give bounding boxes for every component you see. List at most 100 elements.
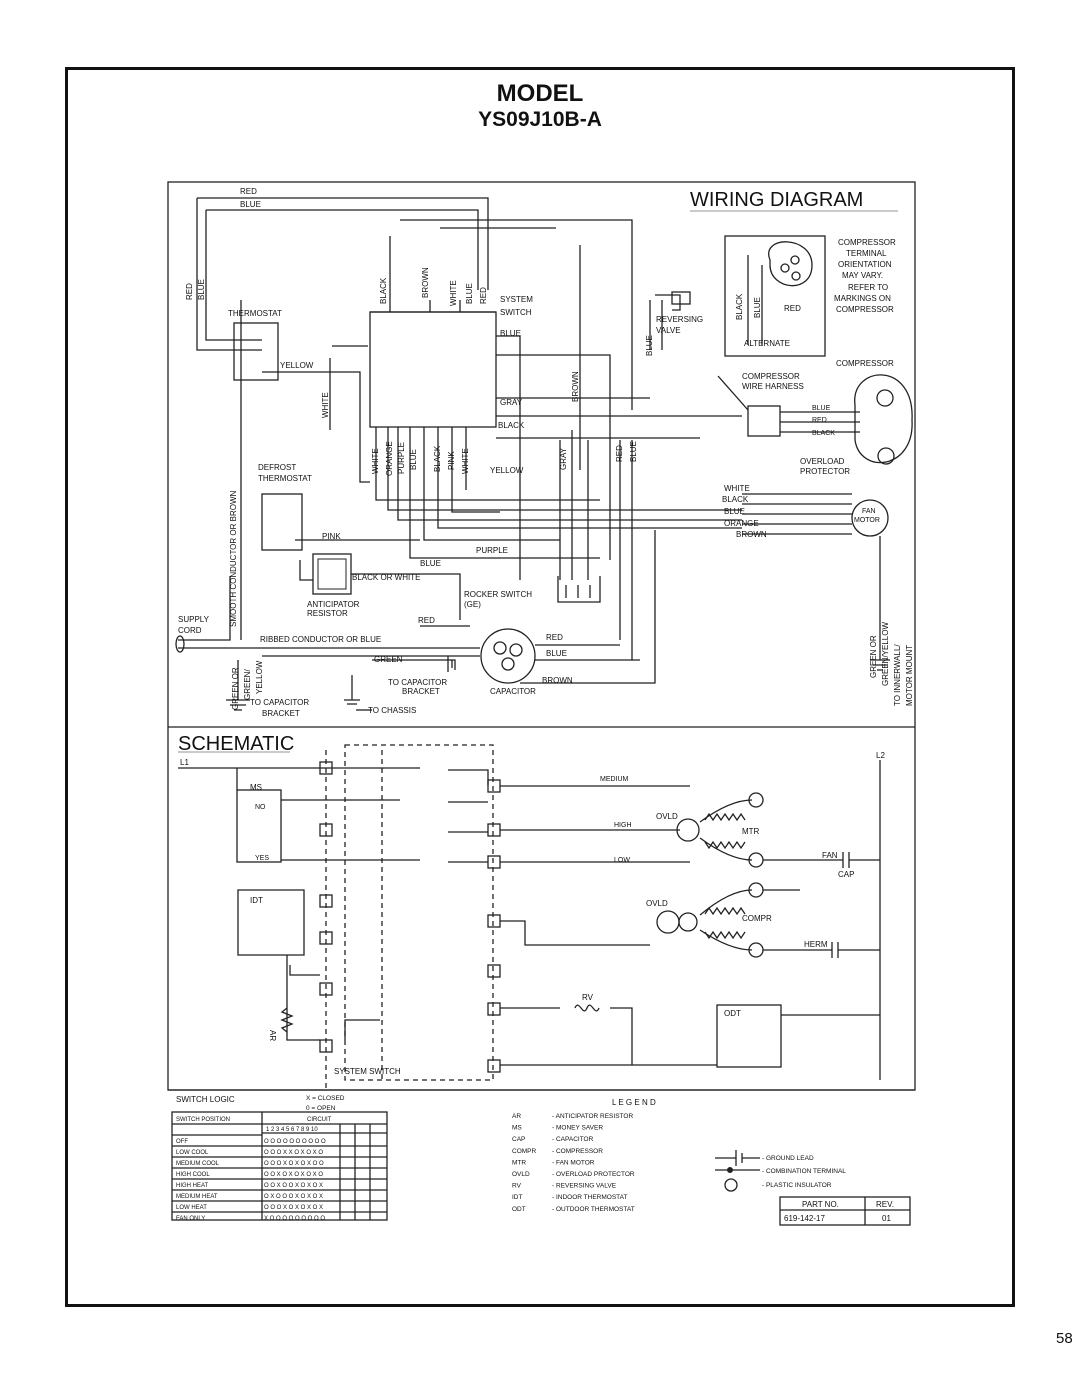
left-wire-red: RED: [185, 283, 194, 300]
circuit-pattern-cell: O X O O O X O X O X: [264, 1194, 323, 1200]
legend-desc: - FAN MOTOR: [552, 1159, 595, 1166]
sw-wire-brown: BROWN: [421, 267, 430, 298]
legend-title: L E G E N D: [612, 1098, 656, 1107]
compr-label: COMPR: [742, 914, 772, 923]
model-heading: MODEL: [496, 80, 584, 107]
switch-label: SWITCH: [500, 308, 532, 317]
compressor-alternate-box: [724, 235, 826, 357]
legend-code: OVLD: [512, 1171, 530, 1178]
rev-label: REV.: [876, 1200, 894, 1209]
legend-code: AR: [512, 1113, 521, 1120]
defrost-label-2: THERMOSTAT: [258, 474, 312, 483]
part-no-value: 619-142-17: [784, 1214, 825, 1223]
system-switch-dashed: [344, 744, 494, 1081]
rocker-switch-label: ROCKER SWITCH: [464, 590, 532, 599]
col-position: SWITCH POSITION: [176, 1117, 230, 1123]
legend-desc: - CAPACITOR: [552, 1136, 594, 1143]
cap-brown-label: BROWN: [542, 676, 573, 685]
yellow2-label: YELLOW: [490, 466, 524, 475]
low-label: LOW: [614, 857, 630, 864]
switch-position-cell: OFF: [176, 1139, 188, 1145]
yellow-label: YELLOW: [280, 361, 314, 370]
rocker-ge-label: (GE): [464, 600, 481, 609]
cap-red-label: RED: [546, 633, 563, 642]
brown-vertical: BROWN: [571, 371, 580, 402]
ribbed-label: RIBBED CONDUCTOR OR BLUE: [260, 635, 381, 644]
right-green-or: GREEN OR: [869, 635, 878, 678]
legend-code: COMPR: [512, 1148, 537, 1155]
col-circuit: CIRCUIT: [307, 1117, 332, 1123]
circuit-pattern-cell: O O O O O O O O O O: [264, 1139, 326, 1145]
capacitor-label: CAPACITOR: [490, 687, 536, 696]
idt-box: [237, 889, 305, 956]
compressor-label: COMPRESSOR: [836, 359, 894, 368]
resistor-label: RESISTOR: [307, 609, 348, 618]
gray-wire-label: GRAY: [500, 398, 523, 407]
to-chassis-label: TO CHASSIS: [368, 706, 416, 715]
green-slash-label: GREEN/: [243, 669, 252, 700]
blue-vertical: BLUE: [629, 441, 638, 462]
yellow-left-label: YELLOW: [255, 660, 264, 694]
switch-position-cell: HIGH HEAT: [176, 1183, 209, 1189]
bw-white: WHITE: [371, 448, 380, 474]
symbol-ground: - GROUND LEAD: [762, 1155, 814, 1162]
fan-wire-orange: ORANGE: [724, 519, 759, 528]
red-vertical: RED: [615, 445, 624, 462]
gray-vertical: GRAY: [559, 447, 568, 470]
odt-box: [716, 1004, 782, 1068]
harness-label-1: COMPRESSOR: [742, 372, 800, 381]
l2-label: L2: [876, 751, 885, 760]
fan-schem-label: FAN: [822, 851, 838, 860]
key-closed: X = CLOSED: [306, 1095, 345, 1102]
medium-label: MEDIUM: [600, 776, 629, 783]
right-motor-mount: MOTOR MOUNT: [905, 645, 914, 706]
comp-note-7: COMPRESSOR: [836, 305, 894, 314]
system-switch-schem-label: SYSTEM SWITCH: [334, 1067, 401, 1076]
fan-wire-blue: BLUE: [724, 507, 745, 516]
right-green-yellow: GREEN/YELLOW: [881, 622, 890, 686]
thermostat-label: THERMOSTAT: [228, 309, 282, 318]
switch-position-cell: FAN ONLY: [176, 1216, 205, 1222]
harness-blue: BLUE: [812, 405, 831, 412]
black-wire-label: BLACK: [498, 421, 525, 430]
comp-note-2: TERMINAL: [846, 249, 887, 258]
bracket-left: BRACKET: [262, 709, 300, 718]
high-label: HIGH: [614, 822, 632, 829]
harness-label-2: WIRE HARNESS: [742, 382, 804, 391]
protector-label: PROTECTOR: [800, 467, 850, 476]
bracket-mid: BRACKET: [402, 687, 440, 696]
pink-label: PINK: [322, 532, 341, 541]
l1-label: L1: [180, 758, 189, 767]
comp-note-1: COMPRESSOR: [838, 238, 896, 247]
red2-label: RED: [418, 616, 435, 625]
legend-desc: - REVERSING VALVE: [552, 1183, 617, 1190]
wiring-diagram-title: WIRING DIAGRAM: [690, 189, 863, 211]
white-label: WHITE: [321, 392, 330, 418]
comp-note-5: REFER TO: [848, 283, 888, 292]
wire-blue-top: [206, 209, 479, 290]
to-cap-bracket-left: TO CAPACITOR: [250, 698, 309, 707]
ms-switch-box: [236, 789, 282, 863]
cap-schem-label: CAP: [838, 870, 854, 879]
legend-desc: - MONEY SAVER: [552, 1125, 603, 1132]
no-label: NO: [255, 804, 266, 811]
switch-logic-table: [171, 1111, 388, 1221]
top-wire-blue: BLUE: [240, 200, 261, 209]
legend-code: ODT: [512, 1206, 526, 1213]
anticipator-label: ANTICIPATOR: [307, 600, 360, 609]
switch-position-cell: HIGH COOL: [176, 1172, 210, 1178]
idt-label: IDT: [250, 896, 263, 905]
part-no-label: PART NO.: [802, 1200, 839, 1209]
legend-desc: - OVERLOAD PROTECTOR: [552, 1171, 635, 1178]
green-label: GREEN: [374, 655, 403, 664]
legend-code: MS: [512, 1125, 522, 1132]
legend-code: CAP: [512, 1136, 525, 1143]
smooth-conductor-label: SMOOTH CONDUCTOR OR BROWN: [229, 490, 238, 627]
page-number: 58: [1056, 1330, 1073, 1347]
circuit-pattern-cell: O O O X O X O X O O: [264, 1161, 324, 1167]
switch-position-cell: LOW COOL: [176, 1150, 209, 1156]
circuit-pattern-cell: O O X O X O X O X O: [264, 1172, 323, 1178]
capacitor-shape: [480, 628, 536, 684]
fan-wire-black: BLACK: [722, 495, 749, 504]
